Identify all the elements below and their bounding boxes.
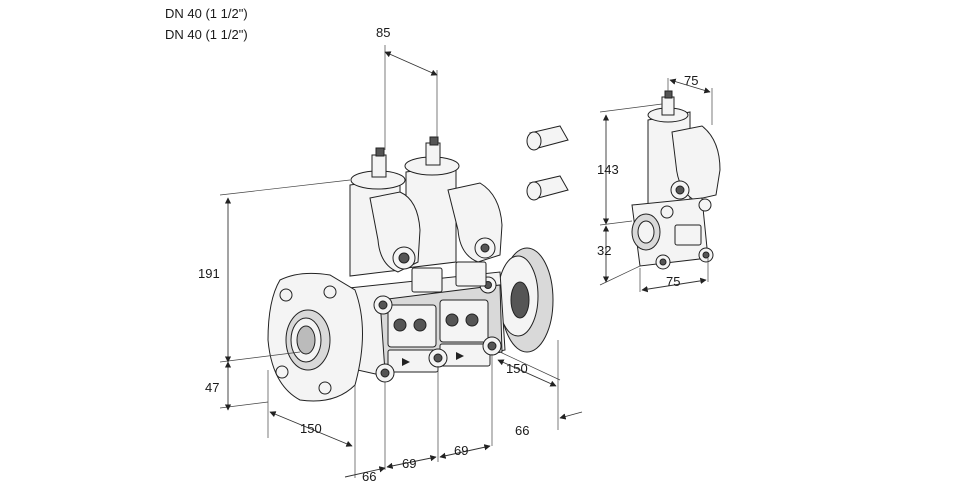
side-view: [631, 90, 721, 270]
dim-66-left: 66: [362, 469, 376, 484]
main-valve-assembly: [267, 136, 554, 402]
dim-75-top: 75: [684, 73, 698, 88]
header-line-2: DN 40 (1 1/2"): [165, 27, 248, 42]
dim-75-bottom: 75: [666, 274, 680, 289]
dim-143: 143: [597, 162, 619, 177]
dim-150-right: 150: [506, 361, 528, 376]
cable-glands: [526, 125, 569, 201]
dim-66-right: 66: [515, 423, 529, 438]
dim-85: 85: [376, 25, 390, 40]
dim-32: 32: [597, 243, 611, 258]
dim-191: 191: [198, 266, 220, 281]
header-line-1: DN 40 (1 1/2"): [165, 6, 248, 21]
dim-69-b: 69: [454, 443, 468, 458]
dimension-labels: 85 191 47 150 66 69 69 150 66 75 143 32 …: [198, 25, 698, 484]
dim-69-a: 69: [402, 456, 416, 471]
dim-47: 47: [205, 380, 219, 395]
dim-150-left: 150: [300, 421, 322, 436]
dimension-lines: [219, 45, 713, 478]
